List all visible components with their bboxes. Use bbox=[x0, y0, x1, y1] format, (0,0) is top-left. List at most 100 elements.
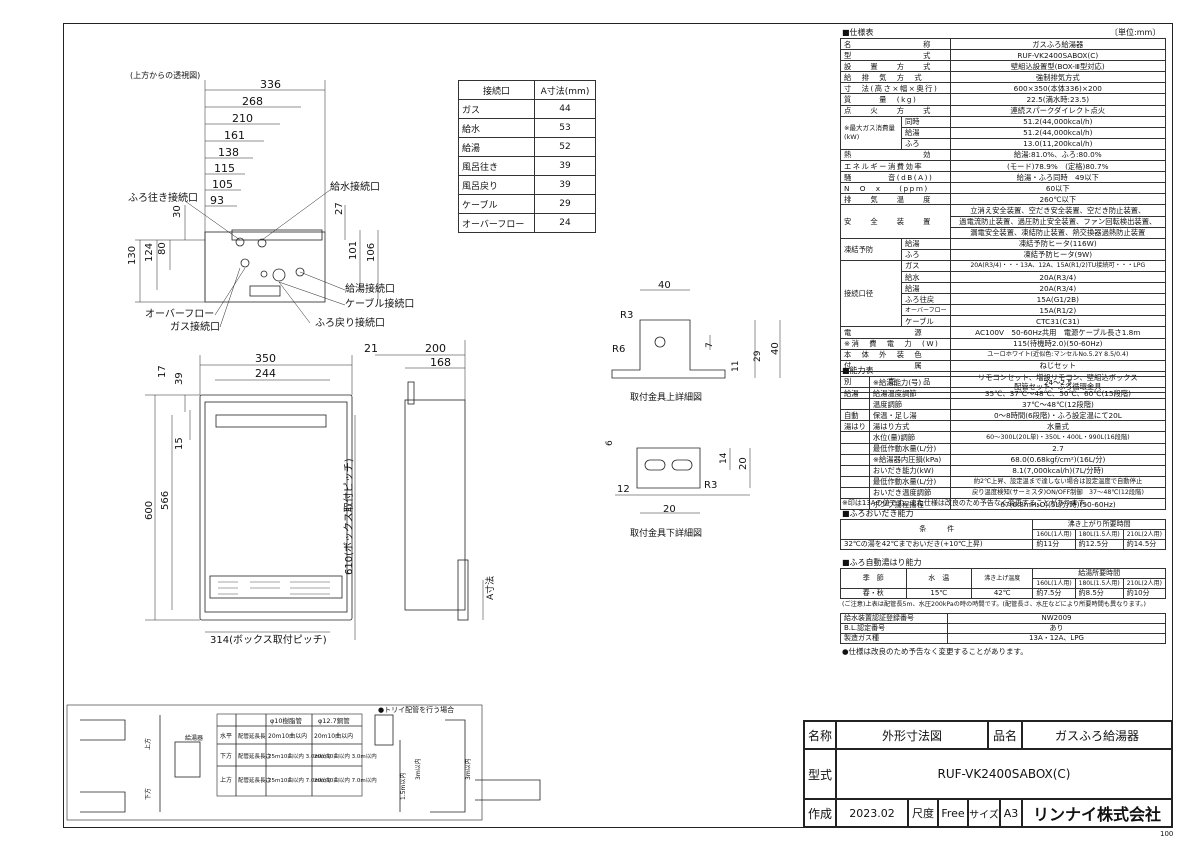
spec-key: 騒 音(dB(A)) bbox=[840, 171, 951, 184]
cert-key: B.L.認定番号 bbox=[840, 623, 948, 634]
spec-key: 寸 法(高さ×幅×奥行) bbox=[840, 82, 951, 95]
outline-drawing: (上方からの透視図) 336 268 210 161 138 115 105 9… bbox=[66, 70, 781, 821]
autofill-sub: 210L(2人用) bbox=[1122, 578, 1167, 589]
spec-value: 過電流防止装置、過圧防止安全装置、ファン回転検出装置、 bbox=[949, 215, 1167, 228]
label-gas: ガス接続口 bbox=[170, 320, 220, 333]
spec-value: CTC31(C31) bbox=[949, 315, 1167, 328]
spec-value: ガスふろ給湯器 bbox=[949, 37, 1167, 51]
spec-key: 給 排 気 方 式 bbox=[840, 71, 951, 84]
tb-name-value: 外形寸法図 bbox=[836, 721, 988, 749]
a-table-cell: 39 bbox=[533, 175, 597, 195]
cap-value: 24〜2.5 bbox=[949, 375, 1167, 389]
dim-610-pitch: 610(ボックス取付ピッチ) bbox=[342, 458, 355, 575]
dim-138: 138 bbox=[218, 146, 239, 159]
cert-value: あり bbox=[947, 623, 1166, 634]
autofill-val: 約8.5分 bbox=[1074, 588, 1124, 599]
dim-30: 30 bbox=[172, 205, 183, 218]
bracket-bot-6: 6 bbox=[605, 440, 615, 446]
autofill-val: 15℃ bbox=[905, 588, 973, 599]
spec-value: (モード)78.9% (定格)80.7% bbox=[949, 160, 1167, 173]
spec-value: 連続スパークダイレクト点火 bbox=[949, 104, 1167, 117]
spec-key: 設 置 方 式 bbox=[840, 60, 951, 73]
reheat-val: 約11分 bbox=[1032, 539, 1076, 550]
spec-subkey: ふろ往戻 bbox=[901, 293, 951, 306]
spec-value: 20A(R3/4) bbox=[949, 282, 1167, 295]
bracket-top-7: 7 bbox=[705, 342, 715, 348]
cap-group: 自動 bbox=[840, 409, 870, 422]
spec-value: AC100V 50-60Hz共用 電源ケーブル長さ1.8m bbox=[949, 326, 1167, 339]
cap-value: 60〜300L(20L単)・350L・400L・990L(16段階) bbox=[949, 431, 1167, 444]
dim-27: 27 bbox=[334, 202, 345, 215]
tb-size-label: サイズ bbox=[968, 799, 1000, 827]
tb-made-value: 2023.02 bbox=[836, 799, 908, 827]
tb-model-value: RUF-VK2400SABOX(C) bbox=[836, 749, 1172, 799]
tb-prod-value: ガスふろ給湯器 bbox=[1022, 721, 1172, 749]
spec-unit: 〔単位:mm〕 bbox=[1110, 28, 1161, 37]
spec-subkey: 給水 bbox=[901, 270, 951, 284]
dim-15: 15 bbox=[174, 437, 185, 450]
dim-350: 350 bbox=[255, 352, 276, 365]
tb-company: リンナイ株式会社 bbox=[1022, 799, 1172, 827]
dim-93: 93 bbox=[210, 194, 224, 207]
dim-200: 200 bbox=[425, 342, 446, 355]
piping-r2-0: 下方 bbox=[220, 752, 232, 760]
dim-39: 39 bbox=[174, 372, 185, 385]
cap-key: 最低作動水量(L/分) bbox=[868, 442, 951, 455]
front-view-body bbox=[199, 394, 353, 621]
cert-key: 給水装置認証登録番号 bbox=[840, 613, 948, 624]
spec-key: N O x (ppm) bbox=[840, 182, 951, 195]
piping-r3-3: 20m10曲以内 7.0m以内 bbox=[314, 776, 377, 784]
a-table-cell: 給湯 bbox=[458, 137, 535, 157]
bracket-bot-14: 14 bbox=[719, 452, 729, 464]
reheat-head-cond: 条 件 bbox=[839, 519, 1034, 540]
autofill-val: 春・秋 bbox=[840, 588, 907, 599]
reheat-sub: 160L(1人用) bbox=[1032, 529, 1076, 540]
spec-key: 安 全 装 置 bbox=[840, 204, 951, 239]
cap-key: 保温・足し湯 bbox=[868, 409, 951, 422]
spec-key: 本 体 外 装 色 bbox=[840, 348, 951, 361]
cap-key: ※給湯能力(号) bbox=[868, 375, 951, 389]
piping-lower2: 1.5m以内 bbox=[399, 773, 407, 800]
spec-value: 給湯:81.0%、ふろ:80.0% bbox=[949, 148, 1167, 162]
spec-subkey: ふろ bbox=[901, 248, 951, 261]
autofill-table: 季 節水 温沸き上げ温度給湯所要時間 160L(1人用)180L(1.5人用)2… bbox=[840, 568, 1167, 599]
dim-124: 124 bbox=[144, 243, 155, 262]
bracket-top-r3: R3 bbox=[620, 310, 633, 321]
cert-value: NW2009 bbox=[947, 613, 1166, 624]
dim-101: 101 bbox=[348, 241, 359, 260]
cap-group bbox=[840, 398, 870, 411]
bracket-top-shape bbox=[611, 319, 726, 379]
bracket-top-title: 取付金具上詳細図 bbox=[630, 391, 702, 403]
piping-r1-1: 配管延長長 bbox=[238, 732, 266, 740]
spec-value: 60以下 bbox=[949, 182, 1167, 195]
piping-r1-3: 20m10曲以内 bbox=[314, 732, 353, 740]
cap-group bbox=[840, 475, 870, 488]
bracket-top-29: 29 bbox=[753, 350, 763, 362]
dim-566: 566 bbox=[160, 491, 171, 510]
dim-336: 336 bbox=[260, 78, 281, 91]
piping-r1-0: 水平 bbox=[220, 732, 232, 740]
cap-group bbox=[840, 486, 870, 500]
reheat-head-time: 沸き上がり所要時間 bbox=[1032, 519, 1166, 530]
cap-key: おいだき温度調節 bbox=[868, 486, 951, 500]
piping-col2: φ12.7銅管 bbox=[318, 716, 350, 725]
dim-244: 244 bbox=[255, 367, 276, 380]
spec-title: ■仕様表 bbox=[842, 28, 874, 37]
label-overflow: オーバーフロー bbox=[145, 308, 214, 320]
piping-lim: 3m以内 bbox=[464, 758, 472, 780]
drawing-frame bbox=[63, 23, 1173, 828]
dim-130: 130 bbox=[127, 246, 138, 265]
a-table-cell: 44 bbox=[533, 99, 597, 119]
piping-r3-0: 上方 bbox=[220, 776, 232, 784]
spec-subkey: 同時 bbox=[901, 115, 951, 128]
spec-subkey: 給湯 bbox=[901, 282, 951, 295]
cap-group bbox=[840, 464, 870, 477]
reheat-cond: 32℃の湯を42℃までおいだき(+10℃上昇) bbox=[839, 539, 1034, 550]
a-table-cell: 53 bbox=[533, 118, 597, 138]
spec-value: 22.5(満水時:23.5) bbox=[949, 93, 1167, 106]
a-table-cell: オーバーフロー bbox=[458, 213, 535, 233]
spec-value: 給湯・ふろ同時 49以下 bbox=[949, 171, 1167, 184]
autofill-head: 水 温 bbox=[905, 568, 973, 589]
spec-value: 15A(G1/2B) bbox=[949, 293, 1167, 306]
spec-key: ※消 費 電 力 (W) bbox=[840, 337, 951, 350]
